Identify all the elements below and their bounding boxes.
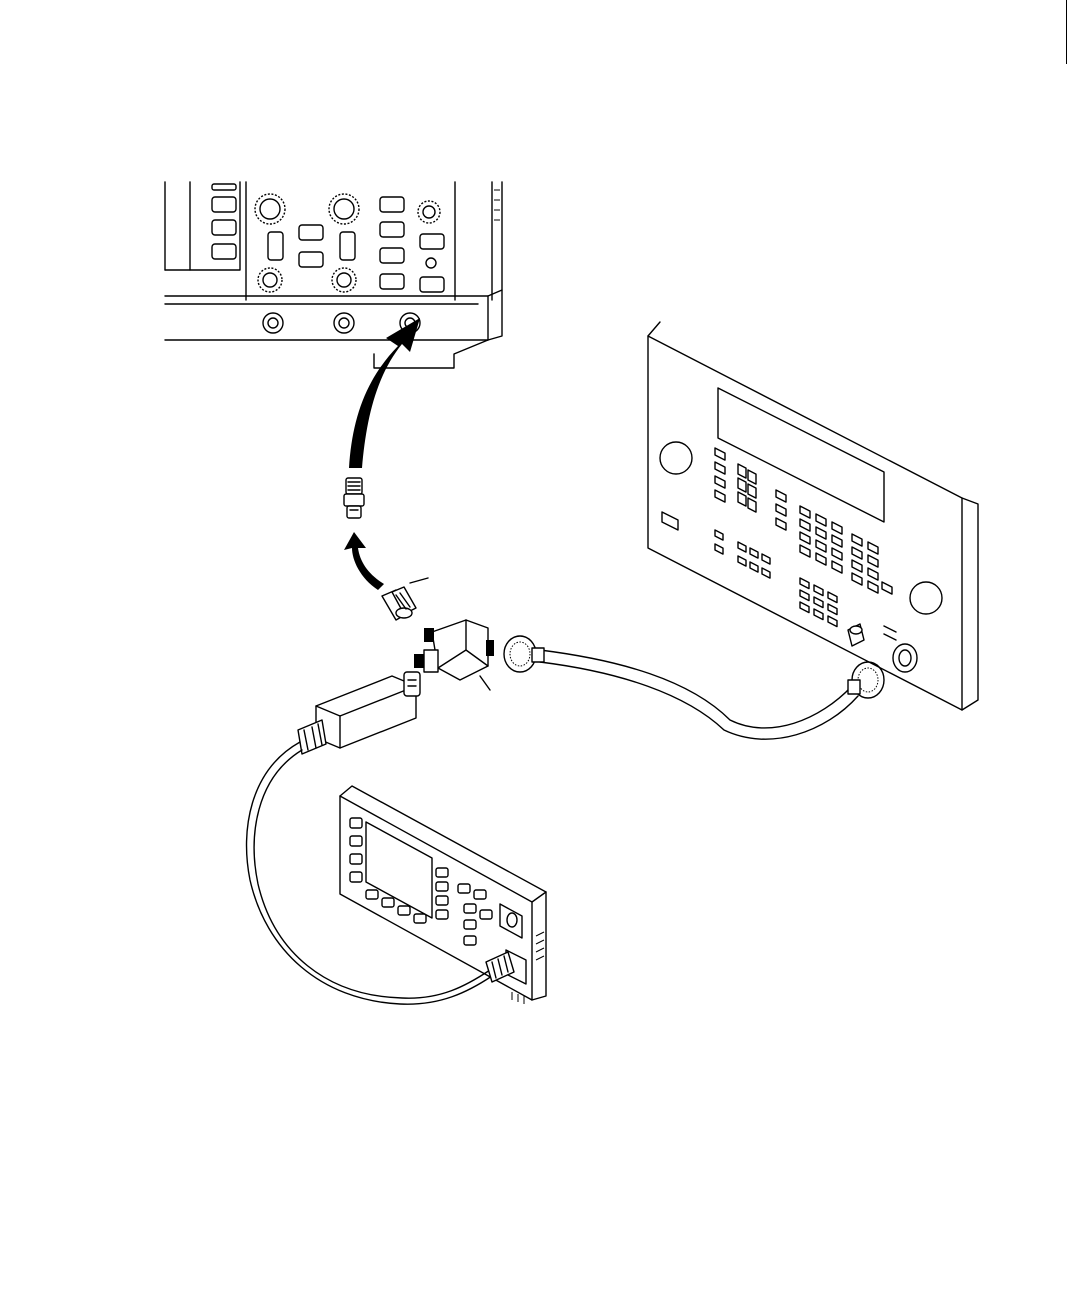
generator-key (868, 555, 878, 567)
generator-key (738, 556, 746, 566)
generator-key (715, 476, 725, 488)
signal-generator-icon (648, 322, 978, 710)
generator-key (814, 597, 823, 608)
generator-key (800, 506, 810, 518)
generator-key (800, 545, 810, 557)
sensor-cable-icon (247, 742, 492, 1004)
oscilloscope-front-panel-icon (165, 182, 502, 368)
generator-key (715, 490, 725, 502)
generator-key (738, 464, 746, 478)
generator-key (816, 553, 826, 565)
generator-key (814, 609, 823, 620)
generator-key (738, 492, 746, 506)
generator-key (738, 478, 746, 492)
generator-key (715, 462, 725, 474)
bnc-tee-adapter-icon (414, 620, 494, 690)
generator-key (750, 562, 758, 572)
generator-key (868, 568, 878, 580)
generator-key (800, 602, 809, 613)
generator-key (748, 470, 756, 484)
generator-key (882, 582, 892, 594)
generator-key (832, 535, 842, 547)
coax-cable-icon (504, 636, 884, 739)
generator-key (748, 498, 756, 512)
generator-key (816, 540, 826, 552)
generator-key (832, 561, 842, 573)
generator-key (762, 568, 770, 578)
generator-key (715, 448, 725, 460)
connect-arrow-small (344, 532, 384, 590)
generator-key (828, 592, 837, 603)
generator-key (762, 554, 770, 564)
generator-key (800, 590, 809, 601)
generator-key (828, 616, 837, 627)
generator-key (852, 534, 862, 546)
generator-key (750, 548, 758, 558)
generator-key (832, 548, 842, 560)
generator-key (814, 585, 823, 596)
generator-key (776, 504, 786, 516)
generator-key (868, 542, 878, 554)
generator-key (800, 578, 809, 589)
generator-key (816, 514, 826, 526)
generator-key (715, 544, 723, 554)
generator-key (738, 542, 746, 552)
generator-key (868, 581, 878, 593)
generator-key (800, 532, 810, 544)
generator-key (852, 560, 862, 572)
generator-key (776, 490, 786, 502)
generator-key (800, 519, 810, 531)
generator-key (852, 547, 862, 559)
generator-key (776, 518, 786, 530)
bnc-connector-icon (344, 478, 364, 518)
n-to-bnc-adapter-icon (382, 578, 428, 620)
generator-key (832, 522, 842, 534)
generator-key (748, 484, 756, 498)
generator-key (828, 604, 837, 615)
power-meter-icon (340, 786, 546, 1004)
generator-key (715, 530, 723, 540)
power-sensor-icon (298, 672, 420, 754)
generator-key (816, 527, 826, 539)
generator-key (852, 573, 862, 585)
